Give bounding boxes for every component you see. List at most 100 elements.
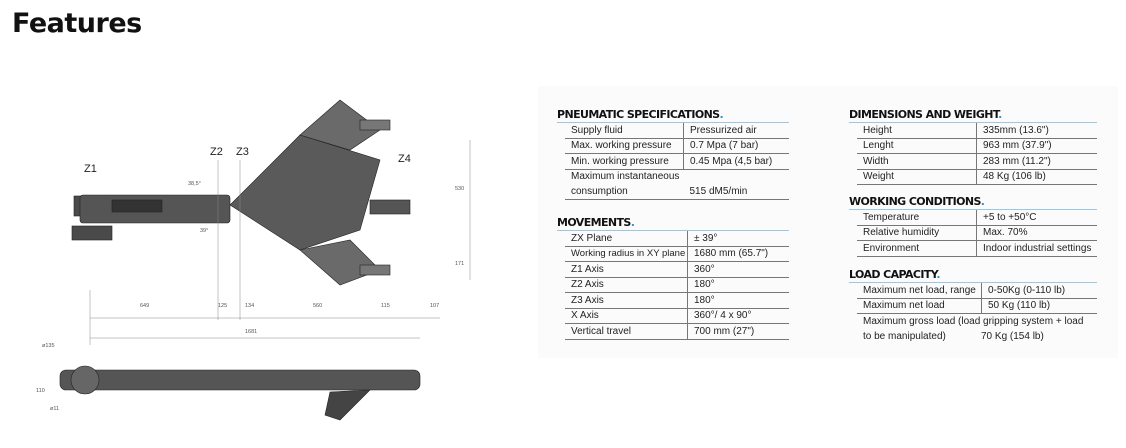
dim-11: ø11 <box>50 406 59 412</box>
row-label: Maximum net load <box>857 298 982 314</box>
row-label: Z2 Axis <box>565 277 688 293</box>
conditions-section: WORKING CONDITIONS. Temperature+5 to +50… <box>849 195 1097 257</box>
table-row: Maximum instantaneous <box>565 169 789 184</box>
dim-125: 125 <box>218 303 227 309</box>
row-label: Relative humidity <box>857 225 977 241</box>
movements-title: MOVEMENTS <box>557 216 631 229</box>
technical-drawing: Z1 Z2 Z3 Z4 649 125 134 560 115 107 1681… <box>36 99 471 421</box>
row-value: 1680 mm (65.7") <box>687 246 789 262</box>
top-view-handle <box>324 389 371 421</box>
row-label: X Axis <box>565 308 688 324</box>
row-value: 335mm (13.6") <box>976 123 1097 139</box>
row-label: Temperature <box>857 210 977 226</box>
row-label: Weight <box>857 169 977 185</box>
angle-39: 39° <box>200 228 208 234</box>
row-label: ZX Plane <box>565 231 688 247</box>
dim-107: 107 <box>430 303 439 309</box>
row-label: Working radius in XY plane <box>565 246 688 262</box>
table-row: Temperature+5 to +50°C <box>857 210 1097 226</box>
dim-110: 110 <box>36 388 45 394</box>
z3-label: Z3 <box>236 146 249 158</box>
movements-section: MOVEMENTS. ZX Plane± 39° Working radius … <box>557 216 789 340</box>
dim-649: 649 <box>140 303 149 309</box>
z4-label: Z4 <box>398 153 411 165</box>
conditions-title: WORKING CONDITIONS <box>849 195 981 208</box>
row-label: Z1 Axis <box>565 261 688 278</box>
arm-segment-2 <box>229 134 381 251</box>
row-label: Maximum instantaneous <box>571 171 680 183</box>
gross-load-note: Maximum gross load (load gripping system… <box>863 314 1097 344</box>
dim-530: 530 <box>455 186 464 192</box>
row-label: Supply fluid <box>565 123 684 139</box>
gross-load-line1: Maximum gross load (load gripping system… <box>863 316 1084 327</box>
row-value: 515 dM5/min <box>683 184 789 200</box>
dim-135: ø135 <box>42 343 55 349</box>
row-label: Max. working pressure <box>565 138 684 154</box>
load-title: LOAD CAPACITY <box>849 268 937 281</box>
row-value: 360° <box>687 261 789 278</box>
row-value: 963 mm (37.9") <box>976 138 1097 154</box>
dim-115: 115 <box>381 303 390 309</box>
row-label: Lenght <box>857 138 977 154</box>
row-value: Indoor industrial settings <box>976 240 1097 257</box>
gross-load-value: 70 Kg (154 lb) <box>981 331 1044 342</box>
row-value: 180° <box>687 292 789 309</box>
angle-38: 38,5° <box>188 181 201 187</box>
z1-label: Z1 <box>84 163 97 175</box>
dim-134: 134 <box>245 303 254 309</box>
row-label: Height <box>857 123 977 139</box>
conditions-table: Temperature+5 to +50°C Relative humidity… <box>857 210 1097 257</box>
row-label: Z3 Axis <box>565 292 688 309</box>
dim-1681: 1681 <box>245 329 257 335</box>
page-title: Features <box>12 8 142 39</box>
row-value: 180° <box>687 277 789 293</box>
dimensions-title: DIMENSIONS AND WEIGHT <box>849 108 999 121</box>
row-label: Maximum net load, range <box>857 283 982 299</box>
movements-table: ZX Plane± 39° Working radius in XY plane… <box>565 231 789 340</box>
row-value: Max. 70% <box>976 225 1097 241</box>
row-value: 50 Kg (110 lb) <box>981 298 1097 314</box>
row-value: 360°/ 4 x 90° <box>687 308 789 324</box>
row-value: 700 mm (27") <box>687 323 789 340</box>
row-value: ± 39° <box>687 231 789 247</box>
z2-label: Z2 <box>210 146 223 158</box>
row-label: Vertical travel <box>565 323 688 340</box>
top-view-arm <box>59 369 421 391</box>
pneumatic-title: PNEUMATIC SPECIFICATIONS <box>557 108 720 121</box>
row-value: 0.7 Mpa (7 bar) <box>683 138 789 154</box>
dim-560: 560 <box>313 303 322 309</box>
row-value: +5 to +50°C <box>976 210 1097 226</box>
row-value: 0.45 Mpa (4,5 bar) <box>683 153 789 170</box>
row-label: Environment <box>857 240 977 257</box>
row-value: 48 Kg (106 lb) <box>976 169 1097 185</box>
row-value: 283 mm (11.2") <box>976 153 1097 170</box>
row-value: Pressurized air <box>683 123 789 139</box>
row-value <box>684 169 790 184</box>
dim-171: 171 <box>455 261 464 267</box>
gross-load-label: to be manipulated) <box>863 331 946 342</box>
base-foot <box>71 225 113 241</box>
row-label: Min. working pressure <box>565 153 684 170</box>
row-value: 0-50Kg (0-110 lb) <box>981 283 1097 299</box>
